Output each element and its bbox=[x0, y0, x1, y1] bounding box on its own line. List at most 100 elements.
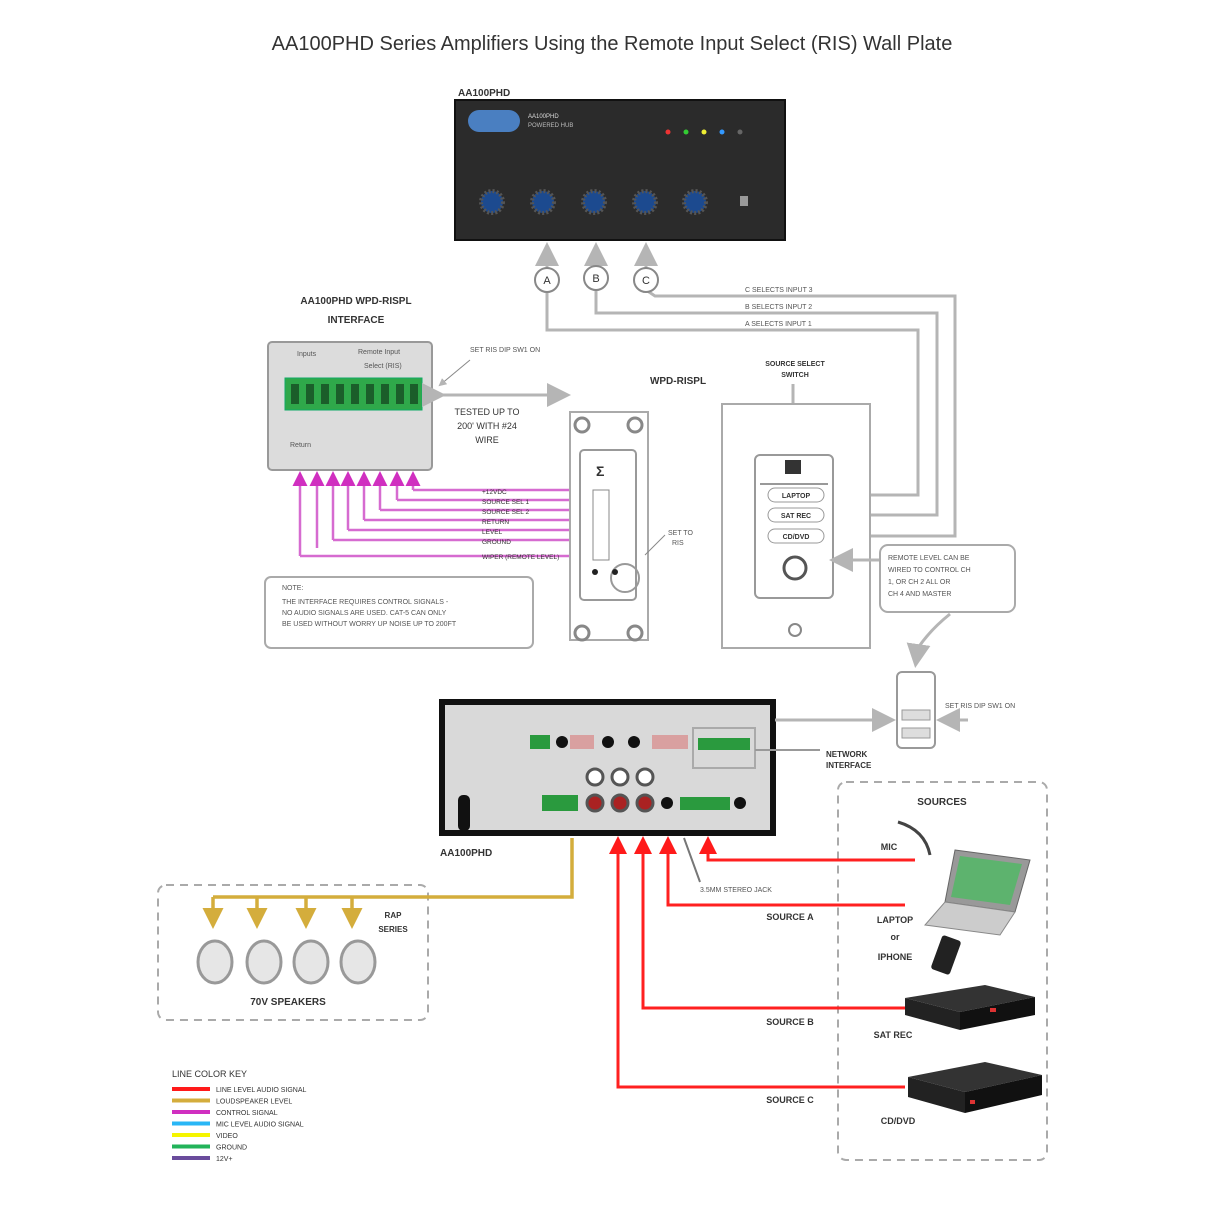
laptop-or-label: or bbox=[891, 932, 900, 942]
speaker-series-label-2: SERIES bbox=[378, 925, 408, 934]
cd-dvd-icon bbox=[908, 1062, 1042, 1113]
laptop-icon bbox=[924, 849, 1031, 936]
legend-label: LOUDSPEAKER LEVEL bbox=[216, 1099, 292, 1106]
lower-dip-note: SET RIS DIP SW1 ON bbox=[945, 703, 1015, 710]
iphone-label: IPHONE bbox=[878, 952, 913, 962]
connector-b bbox=[583, 265, 609, 291]
dip-switch-module: SET RIS DIP SW1 ON bbox=[896, 671, 1015, 749]
legend-label: 12V+ bbox=[216, 1156, 233, 1163]
tested-note-3: WIRE bbox=[475, 435, 499, 445]
jack-label: 3.5MM STEREO JACK bbox=[700, 887, 772, 894]
interface-dip-note: SET RIS DIP SW1 ON bbox=[470, 347, 540, 354]
button-cd-dvd[interactable] bbox=[767, 528, 825, 544]
select-line-a: A SELECTS INPUT 1 bbox=[745, 321, 812, 328]
legend-label: CONTROL SIGNAL bbox=[216, 1110, 278, 1117]
legend-title: LINE COLOR KEY bbox=[172, 1069, 247, 1079]
set-note-1: SET TO bbox=[668, 530, 693, 537]
iphone-icon bbox=[931, 935, 961, 975]
button-sat-rec[interactable] bbox=[767, 507, 825, 523]
sources-title: SOURCES bbox=[917, 797, 967, 808]
button-sat-rec-label: SAT REC bbox=[781, 513, 811, 520]
wallplate-label: WPD-RISPL bbox=[650, 376, 706, 387]
wire-label: SOURCE SEL 2 bbox=[482, 509, 529, 516]
network-interface-label: NETWORK bbox=[826, 750, 868, 759]
top-amplifier: AA100PHD AA100PHD POWERED HUB bbox=[454, 88, 786, 241]
legend-label: GROUND bbox=[216, 1145, 247, 1152]
connector-c-label: C bbox=[642, 275, 650, 287]
note-line: THE INTERFACE REQUIRES CONTROL SIGNALS - bbox=[282, 599, 449, 606]
source-select-label: SOURCE SELECT bbox=[765, 361, 825, 368]
connector-b-label: B bbox=[592, 273, 599, 285]
model-text: AA100PHD bbox=[528, 114, 559, 120]
speakers-label: 70V SPEAKERS bbox=[250, 997, 326, 1008]
control-wires: +12VDC SOURCE SEL 1 SOURCE SEL 2 RETURN … bbox=[292, 471, 580, 561]
wire-label: GROUND bbox=[482, 539, 511, 546]
select-line-c: C SELECTS INPUT 3 bbox=[745, 287, 813, 294]
wire-label: RETURN bbox=[482, 519, 509, 526]
model-subtitle: POWERED HUB bbox=[528, 123, 573, 129]
brand-logo bbox=[468, 110, 520, 132]
source-select-label-2: SWITCH bbox=[781, 372, 809, 379]
connector-c bbox=[633, 267, 659, 293]
speakers-group: RAP SERIES 70V SPEAKERS bbox=[157, 838, 574, 1021]
tested-note-2: 200' WITH #24 bbox=[457, 421, 517, 431]
legend-label: MIC LEVEL AUDIO SIGNAL bbox=[216, 1122, 304, 1129]
source-c-label: SOURCE C bbox=[766, 1095, 814, 1105]
speaker bbox=[196, 939, 234, 985]
button-laptop-label: LAPTOP bbox=[782, 493, 811, 500]
bottom-amplifier: AA100PHD NETWORK INTERFACE bbox=[439, 699, 896, 859]
wire-label: LEVEL bbox=[482, 529, 503, 536]
remote-note-line: CH 4 AND MASTER bbox=[888, 591, 951, 598]
speaker bbox=[339, 939, 377, 985]
plate-mark: Σ bbox=[596, 463, 604, 479]
speaker-series-label: RAP bbox=[385, 911, 403, 920]
source-a-label: SOURCE A bbox=[766, 912, 814, 922]
legend-label: LINE LEVEL AUDIO SIGNAL bbox=[216, 1087, 306, 1094]
set-note-2: RIS bbox=[672, 540, 684, 547]
note-line: NOTE: bbox=[282, 585, 303, 592]
sources-group: SOURCES 3.5MM STEREO JACK MIC SOURCE A S… bbox=[609, 781, 1048, 1161]
speaker bbox=[292, 939, 330, 985]
level-knob[interactable] bbox=[782, 555, 808, 581]
cd-dvd-label: CD/DVD bbox=[881, 1116, 916, 1126]
inputs-label: Inputs bbox=[297, 351, 317, 358]
remote-note-line: 1, OR CH 2 ALL OR bbox=[888, 579, 950, 586]
tested-note-1: TESTED UP TO bbox=[454, 407, 519, 417]
legend-label: VIDEO bbox=[216, 1133, 238, 1140]
connector-a bbox=[534, 267, 560, 293]
note-line: BE USED WITHOUT WORRY UP NOISE UP TO 200… bbox=[282, 621, 457, 628]
select-label: Select (RIS) bbox=[364, 363, 402, 370]
ris-interface: AA100PHD WPD-RISPL INTERFACE Inputs Remo… bbox=[267, 296, 540, 471]
button-cd-dvd-label: CD/DVD bbox=[783, 534, 810, 541]
return-label: Return bbox=[290, 442, 311, 449]
wire-label: +12VDC bbox=[482, 489, 507, 496]
laptop-label: LAPTOP bbox=[877, 915, 913, 925]
wpd-risp-back-plate: Σ SET TO RIS bbox=[569, 411, 693, 642]
wire-label: SOURCE SEL 1 bbox=[482, 499, 529, 506]
bottom-amp-label: AA100PHD bbox=[440, 848, 492, 859]
network-interface-label-2: INTERFACE bbox=[826, 761, 872, 770]
mic-icon bbox=[897, 820, 932, 856]
select-line-b: B SELECTS INPUT 2 bbox=[745, 304, 812, 311]
source-select-wallplate: SOURCE SELECT SWITCH LAPTOP SAT REC CD/D… bbox=[721, 361, 880, 649]
interface-subtitle: INTERFACE bbox=[328, 315, 385, 326]
volume-knobs bbox=[479, 189, 708, 215]
wire-label: WIPER (REMOTE LEVEL) bbox=[482, 554, 559, 561]
diagram-title: AA100PHD Series Amplifiers Using the Rem… bbox=[272, 33, 953, 55]
remote-note-line: REMOTE LEVEL CAN BE bbox=[888, 555, 970, 562]
top-amp-label: AA100PHD bbox=[458, 88, 510, 99]
select-lines: A B C C SELECTS INPUT 3 B SELECTS INPUT … bbox=[534, 242, 957, 548]
note-box: NOTE: THE INTERFACE REQUIRES CONTROL SIG… bbox=[264, 576, 534, 649]
line-color-legend: LINE COLOR KEY LINE LEVEL AUDIO SIGNAL LO… bbox=[172, 1069, 306, 1163]
remote-note-line: WIRED TO CONTROL CH bbox=[888, 567, 971, 574]
sat-rec-label: SAT REC bbox=[874, 1030, 913, 1040]
speaker bbox=[245, 939, 283, 985]
sat-rec-icon bbox=[905, 985, 1035, 1030]
note-line: NO AUDIO SIGNALS ARE USED. CAT-5 CAN ONL… bbox=[282, 610, 447, 617]
button-laptop[interactable] bbox=[767, 487, 825, 503]
power-cord bbox=[458, 795, 470, 831]
interface-title: AA100PHD WPD-RISPL bbox=[300, 296, 411, 307]
remote-label: Remote Input bbox=[358, 349, 400, 356]
remote-level-note: REMOTE LEVEL CAN BE WIRED TO CONTROL CH … bbox=[879, 544, 1016, 668]
